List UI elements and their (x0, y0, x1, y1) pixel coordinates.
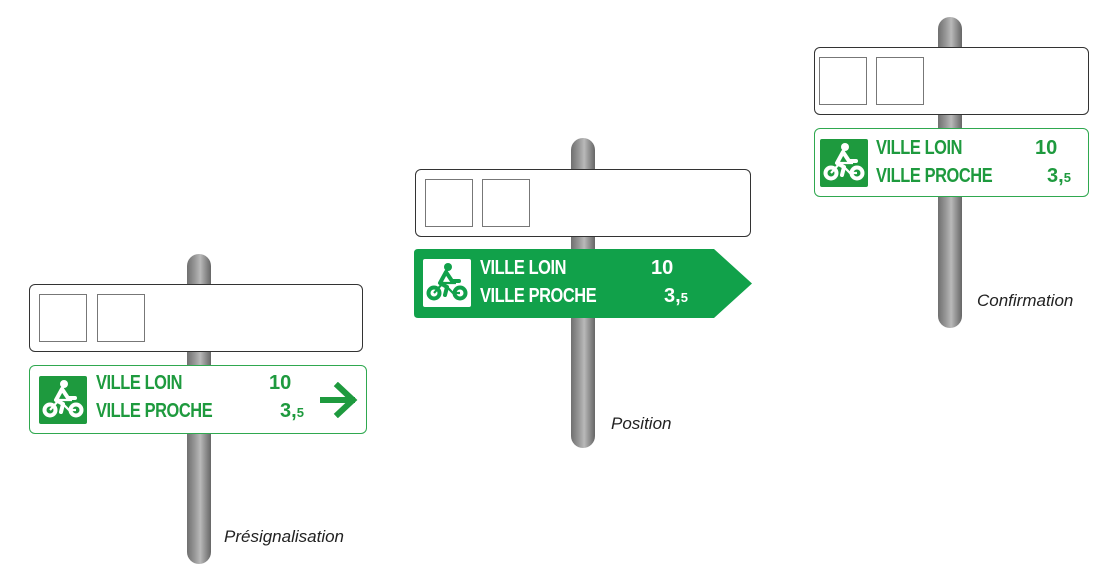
empty-cartouche (425, 179, 473, 227)
caption: Confirmation (977, 291, 1074, 310)
arrow-right-icon (320, 382, 358, 418)
distance-near-int: 3, (280, 400, 297, 422)
distance-near-int: 3, (664, 285, 681, 307)
destination-far: VILLE LOIN (876, 137, 963, 159)
empty-cartouche (819, 57, 867, 105)
distance-near: 3,5 (1047, 165, 1071, 188)
destination-near: VILLE PROCHE (876, 165, 993, 187)
empty-cartouche (39, 294, 87, 342)
distance-far: 10 (269, 372, 292, 394)
distance-near-dec: 5 (296, 405, 304, 420)
arrow-tip-shape (414, 249, 752, 318)
empty-cartouche (97, 294, 145, 342)
caption: Position (611, 414, 672, 433)
bicycle-icon (39, 376, 87, 424)
destination-near: VILLE PROCHE (96, 400, 213, 422)
destination-far: VILLE LOIN (96, 372, 183, 394)
header-panel (415, 169, 751, 237)
direction-panel: VILLE LOIN VILLE PROCHE 10 3,5 (814, 128, 1089, 197)
bicycle-icon (820, 139, 868, 187)
caption: Présignalisation (224, 527, 345, 546)
direction-panel: VILLE LOIN VILLE PROCHE 10 3,5 (29, 365, 367, 434)
distance-far: 10 (1035, 137, 1058, 159)
header-panel (29, 284, 363, 352)
direction-panel: VILLE LOIN VILLE PROCHE 10 3,5 (414, 249, 752, 318)
header-panel (814, 47, 1089, 115)
empty-cartouche (482, 179, 530, 227)
distance-near: 3,5 (664, 285, 688, 308)
bicycle-icon (423, 259, 471, 307)
distance-near-dec: 5 (680, 290, 688, 305)
distance-near: 3,5 (280, 400, 304, 423)
distance-near-dec: 5 (1063, 170, 1071, 185)
destination-far: VILLE LOIN (480, 257, 567, 279)
empty-cartouche (876, 57, 924, 105)
distance-far: 10 (651, 257, 674, 279)
distance-near-int: 3, (1047, 165, 1064, 187)
destination-near: VILLE PROCHE (480, 285, 597, 307)
